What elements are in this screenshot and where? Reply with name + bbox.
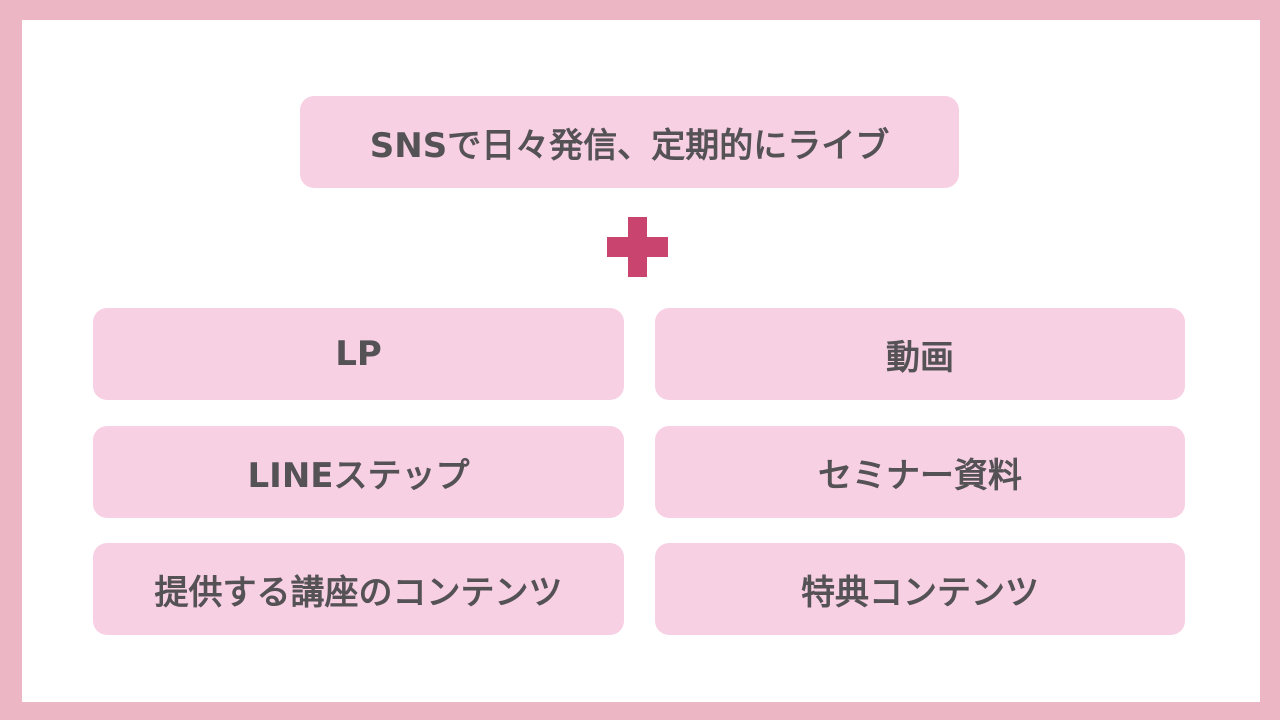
item-box: 提供する講座のコンテンツ [93, 543, 624, 635]
item-box: 動画 [655, 308, 1185, 400]
item-box: セミナー資料 [655, 426, 1185, 518]
top-box: SNSで日々発信、定期的にライブ [300, 96, 959, 188]
plus-icon-bar [607, 237, 668, 257]
item-box: LP [93, 308, 624, 400]
item-box: 特典コンテンツ [655, 543, 1185, 635]
item-box: LINEステップ [93, 426, 624, 518]
